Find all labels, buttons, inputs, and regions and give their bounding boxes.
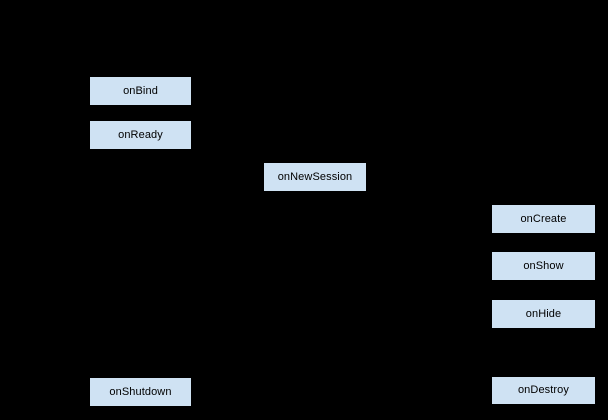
lifecycle-node-onbind: onBind (89, 76, 192, 106)
lifecycle-node-onhide: onHide (491, 299, 596, 329)
node-label: onBind (123, 84, 158, 97)
node-label: onNewSession (277, 170, 353, 183)
lifecycle-node-oncreate: onCreate (491, 204, 596, 234)
node-label: onHide (525, 307, 562, 320)
lifecycle-node-onshow: onShow (491, 251, 596, 281)
node-label: onCreate (520, 212, 567, 225)
node-label: onDestroy (517, 384, 570, 396)
node-label: onShow (523, 259, 564, 272)
lifecycle-node-ondestroy: onDestroy (491, 376, 596, 405)
node-label: onReady (118, 128, 163, 141)
node-label: onShutdown (109, 385, 172, 398)
lifecycle-node-onnewsession: onNewSession (263, 162, 367, 192)
lifecycle-node-onready: onReady (89, 120, 192, 150)
lifecycle-node-onshutdown: onShutdown (89, 377, 192, 407)
